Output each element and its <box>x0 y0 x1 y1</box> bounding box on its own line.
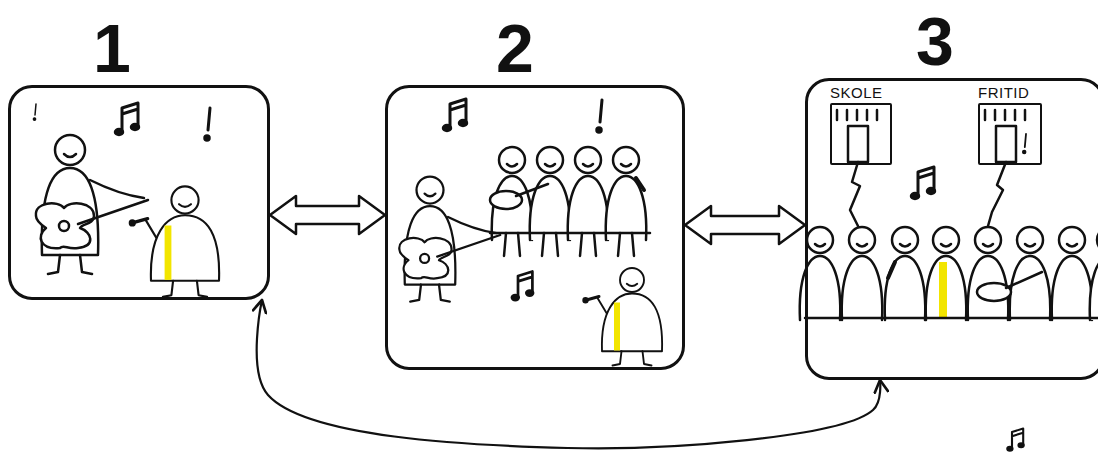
crowd-figure <box>842 227 883 320</box>
drawing <box>33 99 1098 451</box>
music-notes <box>443 99 467 131</box>
singer-figure <box>583 268 662 366</box>
crowd-figure <box>1052 227 1093 320</box>
building-name: SKOLE <box>830 85 883 100</box>
panel-number: 3 <box>916 7 954 75</box>
building-windows <box>837 110 877 120</box>
yellow-stripe <box>939 262 947 318</box>
microphone <box>888 262 895 278</box>
small-guitar <box>977 283 1011 301</box>
path-line <box>850 162 860 226</box>
small-guitar <box>490 191 522 209</box>
music-tick <box>597 100 603 133</box>
guitarist-figure <box>36 135 148 274</box>
small-guitar-neck <box>1006 272 1042 288</box>
singer-figure <box>130 186 219 297</box>
curved-arrow <box>257 300 881 448</box>
panel-number: 2 <box>496 14 534 82</box>
crowd-figure <box>1090 227 1098 320</box>
crowd-figure <box>885 227 926 320</box>
crowd-line <box>805 317 1098 320</box>
building-windows <box>985 110 1025 120</box>
scene-panel: 3SKOLEFRITID <box>805 78 1098 380</box>
crowd-figure <box>530 147 571 240</box>
music-tick <box>1023 134 1026 154</box>
scene-panel: 1 <box>8 85 270 300</box>
crowd-figure <box>968 227 1009 320</box>
building-box: FRITID <box>978 103 1042 165</box>
building-door <box>996 126 1016 162</box>
music-tick <box>205 108 211 141</box>
building-door <box>848 126 868 162</box>
crowd-figure <box>926 227 967 320</box>
music-notes <box>911 167 935 199</box>
scene-panel: 2 <box>385 85 685 370</box>
double-block-arrow <box>270 196 385 234</box>
microphone <box>636 178 644 190</box>
panel-number: 1 <box>93 14 131 82</box>
building-name: FRITID <box>978 85 1029 100</box>
guitarist-figure <box>399 177 500 302</box>
path-line <box>988 162 1006 226</box>
music-notes <box>512 272 534 301</box>
music-notes <box>115 103 139 135</box>
crowd-figure <box>606 147 647 240</box>
crowd-line <box>490 232 650 235</box>
small-guitar-neck <box>516 184 548 196</box>
double-block-arrow <box>685 206 805 244</box>
crowd-figure <box>568 147 609 240</box>
crowd-legs <box>504 233 634 256</box>
building-box: SKOLE <box>830 103 892 165</box>
music-tick <box>33 104 36 120</box>
crowd-figure <box>1010 227 1051 320</box>
music-notes <box>1007 429 1024 451</box>
edges <box>257 196 881 448</box>
